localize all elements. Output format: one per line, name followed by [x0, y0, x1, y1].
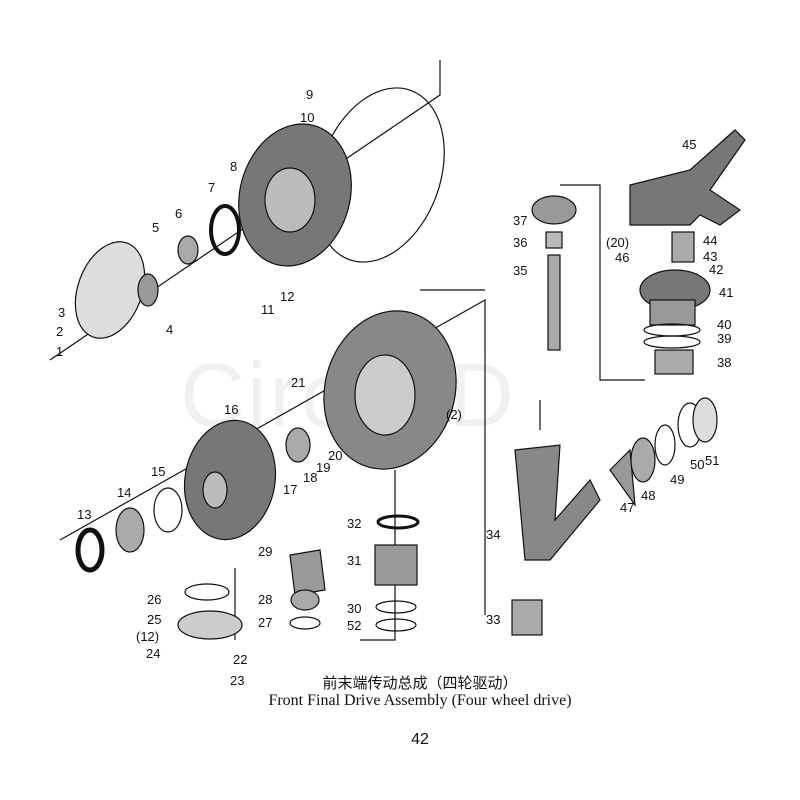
callout-13: 13 [77, 507, 92, 522]
callout-33: 33 [486, 612, 501, 627]
callout-16: 16 [224, 402, 239, 417]
callout-43: 43 [703, 249, 718, 264]
callout-12-ref: (12) [136, 629, 160, 644]
callout-15: 15 [151, 464, 166, 479]
callout-29: 29 [258, 544, 273, 559]
callout-2: 2 [56, 324, 64, 339]
callout-45: 45 [682, 137, 697, 152]
page-number: 42 [411, 731, 429, 748]
callout-11: 11 [261, 302, 275, 317]
caption-english: Front Final Drive Assembly (Four wheel d… [268, 692, 572, 709]
callout-48: 48 [641, 488, 656, 503]
callout-39: 39 [717, 331, 732, 346]
callout-4: 4 [166, 322, 174, 337]
callout-21: 21 [291, 375, 306, 390]
callout-8: 8 [230, 159, 238, 174]
callout-34: 34 [486, 527, 501, 542]
callout-44: 44 [703, 233, 718, 248]
caption-chinese: 前末端传动总成（四轮驱动） [322, 674, 518, 692]
frame-line-right [560, 184, 645, 381]
callout-25: 25 [147, 612, 162, 627]
callout-20-ref: (20) [606, 235, 630, 250]
callout-46: 46 [615, 250, 630, 265]
callout-52: 52 [347, 618, 362, 633]
callout-42: 42 [709, 262, 724, 277]
callout-24: 24 [146, 646, 161, 661]
callout-7: 7 [208, 180, 216, 195]
callout-40: 40 [717, 317, 732, 332]
callout-1: 1 [56, 344, 64, 359]
callout-19: 19 [316, 460, 331, 475]
callout-18: 18 [303, 470, 318, 485]
callout-27: 27 [258, 615, 273, 630]
callout-51: 51 [705, 453, 720, 468]
callout-38: 38 [717, 355, 732, 370]
callout-50: 50 [690, 457, 705, 472]
callout-31: 31 [347, 553, 362, 568]
callout-41: 41 [719, 285, 734, 300]
callout-6: 6 [175, 206, 183, 221]
callout-2-ref: (2) [446, 407, 462, 422]
callout-47: 47 [620, 500, 635, 515]
callout-22: 22 [233, 652, 248, 667]
callout-12: 12 [280, 289, 295, 304]
callout-28: 28 [258, 592, 273, 607]
callout-9: 9 [306, 87, 314, 102]
callout-26: 26 [147, 592, 162, 607]
callout-49: 49 [670, 472, 685, 487]
frame-line-top [49, 60, 441, 361]
callout-30: 30 [347, 601, 362, 616]
callout-5: 5 [152, 220, 160, 235]
callout-10: 10 [300, 110, 315, 125]
callout-3: 3 [58, 305, 66, 320]
callout-14: 14 [117, 485, 132, 500]
callout-23: 23 [230, 673, 245, 688]
callout-36: 36 [513, 235, 528, 250]
callout-35: 35 [513, 263, 528, 278]
callout-17: 17 [283, 482, 298, 497]
callout-37: 37 [513, 213, 528, 228]
callout-20: 20 [328, 448, 343, 463]
callout-32: 32 [347, 516, 362, 531]
